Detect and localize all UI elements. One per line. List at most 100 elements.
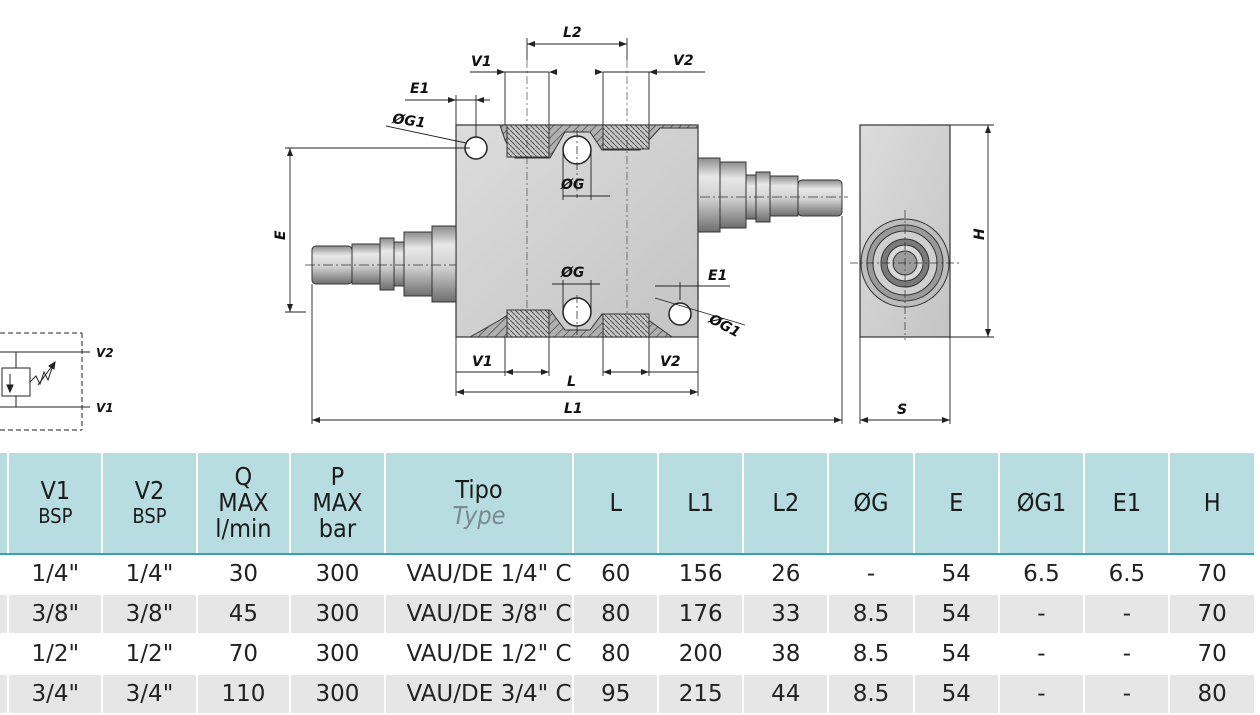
cell-tipo: VAU/DE 1/4" C [383, 554, 574, 595]
label-v1-bottom: V1 [472, 354, 493, 370]
cell-e: 54 [912, 674, 999, 715]
cell-v2: 3/4" [101, 674, 197, 715]
cell-g1: - [997, 674, 1085, 715]
header-g: ØG [827, 453, 914, 555]
cell-h: 70 [1168, 554, 1254, 595]
cell-h: 70 [1168, 594, 1254, 635]
cell-g1: - [997, 634, 1085, 675]
label-schematic-v1: V1 [96, 401, 114, 415]
header-e1: E1 [1083, 453, 1170, 555]
cell-g: 8.5 [827, 634, 914, 675]
label-l2: L2 [563, 25, 582, 41]
left-cartridge [305, 225, 457, 303]
header-h: H [1168, 453, 1254, 555]
cell-l2: 38 [742, 634, 829, 675]
table-row: 3/8" 3/8" 45 300 VAU/DE 3/8" C 80 176 33… [0, 594, 1254, 635]
cell-v2: 1/4" [101, 554, 197, 595]
valve-side-view [850, 124, 960, 340]
label-l1: L1 [564, 401, 583, 417]
cell-q-max: 30 [195, 554, 291, 595]
cell-l1: 215 [656, 674, 744, 715]
cell-v1: 1/2" [7, 634, 103, 675]
cell-e1: - [1083, 634, 1170, 675]
cell-l2: 26 [742, 554, 829, 595]
cell-v2: 3/8" [101, 594, 197, 635]
table-row: 3/4" 3/4" 110 300 VAU/DE 3/4" C 95 215 4… [0, 674, 1254, 715]
cell-v1: 3/8" [7, 594, 103, 635]
cell-p-max: 300 [289, 634, 385, 675]
cell-l: 60 [572, 554, 658, 595]
label-s: S [897, 402, 907, 418]
cell-l: 80 [572, 594, 658, 635]
cell [0, 634, 9, 675]
cell-p-max: 300 [289, 594, 385, 635]
dimension-arrows [287, 41, 991, 423]
hydraulic-schematic [0, 332, 90, 431]
cell [0, 594, 9, 635]
label-schematic-v2: V2 [96, 346, 114, 360]
cell-q-max: 110 [195, 674, 291, 715]
header-v2: V2 BSP [101, 453, 197, 555]
header-l2: L2 [742, 453, 829, 555]
cell-h: 80 [1168, 674, 1254, 715]
valve-body-front-view [455, 60, 699, 338]
header-e: E [912, 453, 999, 555]
cell-q-max: 45 [195, 594, 291, 635]
label-e-side: E [273, 230, 289, 240]
cell-e1: - [1083, 594, 1170, 635]
label-v2-bottom: V2 [660, 354, 681, 370]
label-l: L [567, 374, 576, 390]
cell-g: 8.5 [827, 594, 914, 635]
cell-l1: 200 [656, 634, 744, 675]
table-row: 1/4" 1/4" 30 300 VAU/DE 1/4" C 60 156 26… [0, 554, 1254, 595]
cell-l2: 44 [742, 674, 829, 715]
label-g-top: ØG [560, 177, 584, 193]
table-header-row: V1 BSP V2 BSP Q MAX l/min P MAX bar Tipo… [0, 453, 1254, 555]
label-g-bottom: ØG [560, 265, 584, 281]
cell-q-max: 70 [195, 634, 291, 675]
cell-tipo: VAU/DE 3/8" C [383, 594, 574, 635]
specification-table: V1 BSP V2 BSP Q MAX l/min P MAX bar Tipo… [0, 453, 1254, 715]
cell-l: 95 [572, 674, 658, 715]
header-v1: V1 BSP [7, 453, 103, 555]
cell-e1: - [1083, 674, 1170, 715]
cell-p-max: 300 [289, 554, 385, 595]
cell-g: - [827, 554, 914, 595]
cell-l1: 176 [656, 594, 744, 635]
cell-l: 80 [572, 634, 658, 675]
cell-e1: 6.5 [1083, 554, 1170, 595]
cell-tipo: VAU/DE 3/4" C [383, 674, 574, 715]
header-q-max: Q MAX l/min [195, 453, 291, 555]
label-v2-top: V2 [673, 53, 694, 69]
technical-drawing: L2 V1 V2 E1 ØG1 ØG E ØG E1 ØG1 V1 V2 L L… [0, 25, 994, 431]
cell-e: 54 [912, 594, 999, 635]
right-cartridge [697, 157, 848, 233]
cell [0, 554, 9, 595]
cell-e: 54 [912, 634, 999, 675]
label-e1-bottom: E1 [708, 268, 727, 284]
header-p-max: P MAX bar [289, 453, 385, 555]
cell-g1: 6.5 [997, 554, 1085, 595]
cell-l2: 33 [742, 594, 829, 635]
header-g1: ØG1 [997, 453, 1085, 555]
cell-g: 8.5 [827, 674, 914, 715]
cell-p-max: 300 [289, 674, 385, 715]
cell-v2: 1/2" [101, 634, 197, 675]
label-g1-bottom: ØG1 [705, 311, 743, 341]
header-blank [0, 453, 9, 555]
cell [0, 674, 9, 715]
header-l1: L1 [656, 453, 744, 555]
dimension-lines [285, 38, 994, 424]
cell-e: 54 [912, 554, 999, 595]
header-tipo: Tipo Type [383, 453, 574, 555]
cell-tipo: VAU/DE 1/2" C [383, 634, 574, 675]
cell-l1: 156 [656, 554, 744, 595]
header-l: L [572, 453, 658, 555]
table-row: 1/2" 1/2" 70 300 VAU/DE 1/2" C 80 200 38… [0, 634, 1254, 675]
label-g1-top: ØG1 [390, 111, 426, 132]
cell-v1: 1/4" [7, 554, 103, 595]
label-h: H [972, 228, 988, 240]
cell-h: 70 [1168, 634, 1254, 675]
label-e1-top: E1 [410, 81, 429, 97]
label-v1-top: V1 [471, 54, 492, 70]
